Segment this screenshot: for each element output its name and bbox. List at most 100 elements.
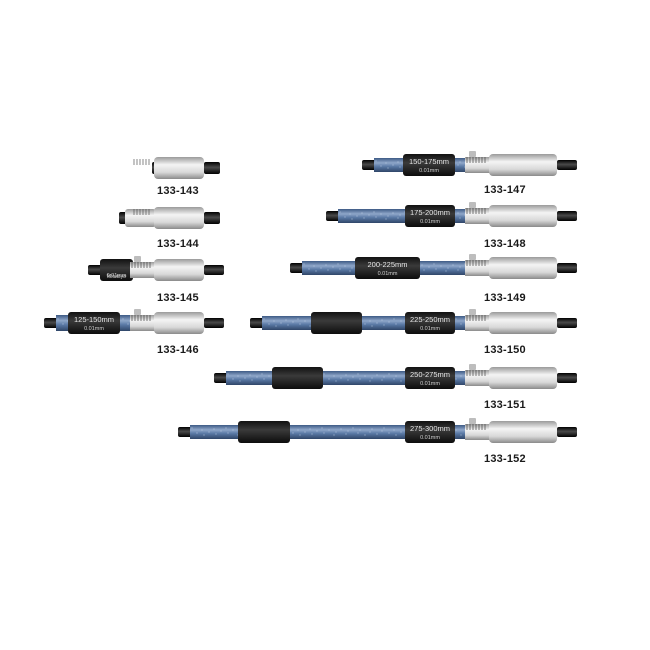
insulating-grip <box>405 205 455 227</box>
anvil-tip <box>290 263 304 273</box>
sleeve <box>130 315 156 331</box>
micrometer-133-152: 275-300mm 0.01mm <box>173 415 580 449</box>
insulating-grip <box>405 421 455 443</box>
range-marking: 250-275mm <box>410 370 450 379</box>
sleeve <box>465 208 491 224</box>
micrometer-drawing <box>119 207 220 229</box>
brand-marking: Mitutoyo <box>107 274 126 280</box>
sleeve <box>125 209 156 227</box>
clamp-knob <box>469 254 476 260</box>
spindle-end <box>204 212 220 224</box>
sleeve <box>465 315 491 331</box>
anvil-tip <box>326 211 340 221</box>
spindle-end <box>557 427 577 437</box>
insulating-grip <box>311 312 362 334</box>
resolution-marking: 0.01mm <box>420 326 440 332</box>
insulating-grip <box>403 154 455 176</box>
clamp-knob <box>134 309 141 315</box>
resolution-marking: 0.01mm <box>378 271 398 277</box>
insulating-grip <box>405 367 455 389</box>
micrometer-133-143 <box>133 151 227 185</box>
thimble <box>154 157 204 179</box>
anvil-tip <box>44 318 58 328</box>
micrometer-133-149: 200-225mm 0.01mm <box>285 251 580 285</box>
micrometer-drawing: 275-300mm 0.01mm <box>178 418 577 443</box>
micrometer-drawing: 150-175mm 0.01mm <box>362 151 577 176</box>
insulating-grip <box>68 312 120 334</box>
clamp-knob <box>469 418 476 424</box>
spindle-end <box>557 318 577 328</box>
thimble <box>154 312 204 334</box>
thimble <box>489 257 557 279</box>
model-number-label: 133-151 <box>484 399 526 411</box>
anvil-tip <box>214 373 228 383</box>
range-marking: 150-175mm <box>409 157 449 166</box>
spindle-end <box>204 265 224 275</box>
micrometer-133-147: 150-175mm 0.01mm <box>357 148 580 182</box>
micrometer-drawing: 200-225mm 0.01mm <box>290 254 577 279</box>
micrometer-133-151: 250-275mm 0.01mm <box>209 361 580 395</box>
spindle-end <box>557 211 577 221</box>
resolution-marking: 0.01mm <box>107 273 127 279</box>
spindle-end <box>557 373 577 383</box>
model-number-label: 133-145 <box>157 292 199 304</box>
micrometer-drawing: 125-150mm 0.01mm <box>44 309 224 334</box>
spindle-end <box>204 318 224 328</box>
resolution-marking: 0.01mm <box>419 168 439 174</box>
micrometer-drawing: 250-275mm 0.01mm <box>214 364 577 389</box>
insulating-grip <box>100 259 133 281</box>
thimble <box>489 154 557 176</box>
insulating-grip <box>272 367 323 389</box>
range-marking: 200-225mm <box>367 260 407 269</box>
micrometer-133-144 <box>114 201 227 235</box>
sleeve <box>465 260 491 276</box>
clamp-knob <box>469 364 476 370</box>
insulating-grip <box>355 257 420 279</box>
resolution-marking: 0.01mm <box>84 326 104 332</box>
spindle-end <box>557 263 577 273</box>
resolution-marking: 0.01mm <box>420 435 440 441</box>
thimble <box>489 421 557 443</box>
model-number-label: 133-143 <box>157 185 199 197</box>
insulating-grip <box>405 312 455 334</box>
thimble <box>154 259 204 281</box>
clamp-knob <box>134 256 141 262</box>
anvil-tip <box>88 265 102 275</box>
thimble <box>154 207 204 229</box>
micrometer-133-146: 125-150mm 0.01mm <box>39 306 227 340</box>
thimble <box>489 205 557 227</box>
sleeve <box>465 424 491 440</box>
clamp-knob <box>469 309 476 315</box>
sleeve <box>130 262 156 278</box>
model-number-label: 133-148 <box>484 238 526 250</box>
anvil-tip <box>362 160 376 170</box>
spindle-end <box>557 160 577 170</box>
model-number-label: 133-144 <box>157 238 199 250</box>
sleeve <box>465 157 491 173</box>
clamp-knob <box>469 202 476 208</box>
sleeve <box>465 370 491 386</box>
insulating-grip <box>238 421 290 443</box>
thimble <box>489 367 557 389</box>
anvil-tip <box>178 427 192 437</box>
model-number-label: 133-149 <box>484 292 526 304</box>
range-marking: 275-300mm <box>410 424 450 433</box>
spindle-end <box>204 162 220 174</box>
clamp-knob <box>469 151 476 157</box>
range-marking: 175-200mm <box>410 208 450 217</box>
thimble <box>489 312 557 334</box>
micrometer-drawing <box>133 157 220 179</box>
model-number-label: 133-147 <box>484 184 526 196</box>
range-marking: 125-150mm <box>74 315 114 324</box>
model-number-label: 133-146 <box>157 344 199 356</box>
resolution-marking: 0.01mm <box>420 381 440 387</box>
anvil-tip <box>250 318 264 328</box>
model-number-label: 133-152 <box>484 453 526 465</box>
model-number-label: 133-150 <box>484 344 526 356</box>
